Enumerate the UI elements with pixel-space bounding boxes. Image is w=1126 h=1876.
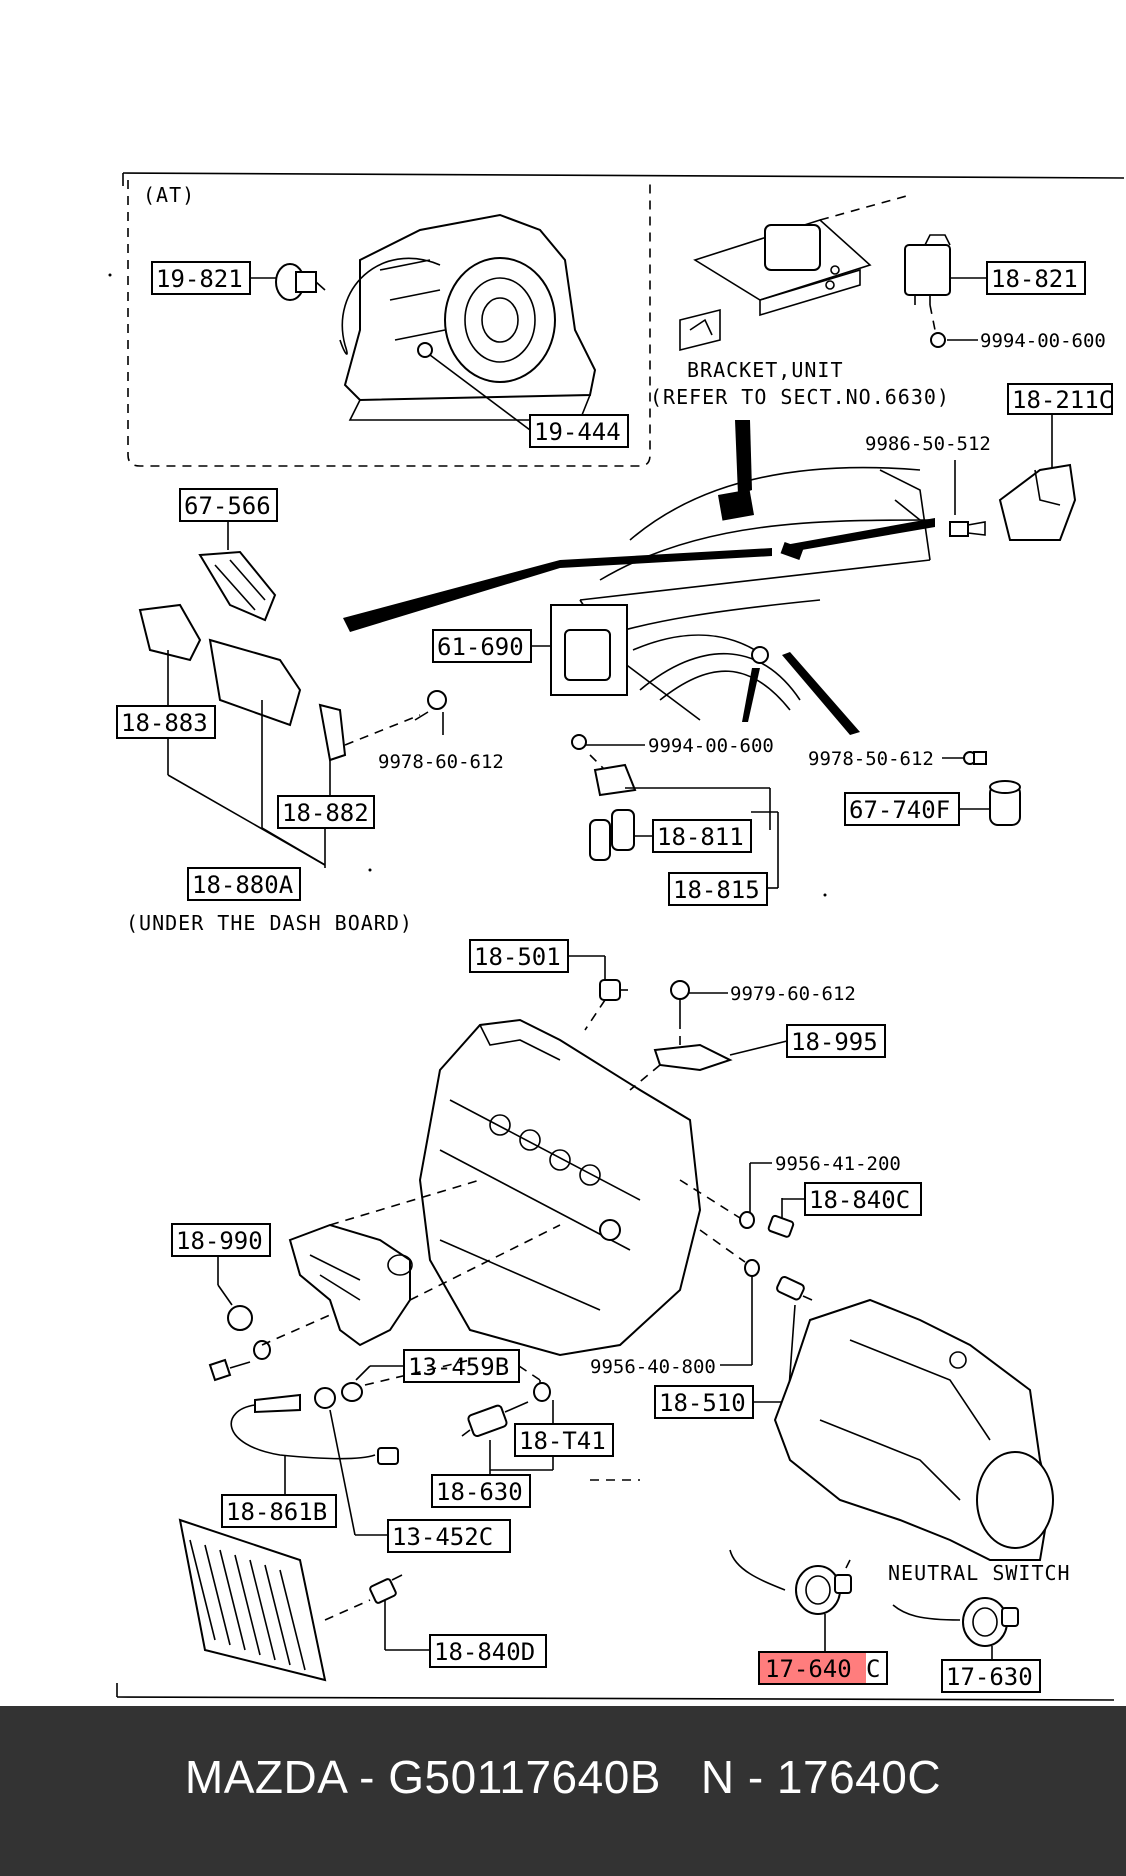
part-67-740f-drawing — [989, 780, 1021, 826]
label-18-990: 18-990 — [176, 1227, 263, 1255]
bolt-9979-60-612-drawing — [670, 980, 690, 1020]
part-18-811-drawing — [589, 763, 637, 861]
label-18-815: 18-815 — [673, 876, 760, 904]
label-17-640: 17-640 — [765, 1655, 852, 1683]
bolt-9956-40-800: 9956-40-800 — [590, 1356, 716, 1378]
part-18-883-drawing — [138, 603, 202, 662]
relay-18-821-drawing — [904, 234, 951, 305]
bracket-unit-drawing — [679, 219, 872, 352]
exhaust-manifold-drawing — [288, 1223, 413, 1347]
bolt-9986-drawing — [949, 521, 986, 537]
bolt-9994-00-600-top: 9994-00-600 — [980, 330, 1106, 352]
label-19-821: 19-821 — [156, 265, 243, 293]
bracket-caption-line1: BRACKET,UNIT — [687, 358, 844, 382]
bolt-9979-60-612: 9979-60-612 — [730, 983, 856, 1005]
label-18-630: 18-630 — [436, 1478, 523, 1506]
label-13-459b: 13-459B — [408, 1353, 509, 1381]
leader-wedge-4 — [782, 652, 860, 735]
label-13-452c: 13-452C — [392, 1523, 493, 1551]
bolt-9978-50-612-drawing — [963, 751, 987, 765]
part-18-995-drawing — [653, 1043, 733, 1072]
label-17-640-suffix: C — [866, 1655, 880, 1683]
bolt-9978-60-612-drawing — [414, 690, 447, 721]
bolt-9956-41-200: 9956-41-200 — [775, 1153, 901, 1175]
part-number-footer: MAZDA - G50117640B N - 17640C — [0, 1706, 1126, 1876]
highlight-17-640 — [759, 1652, 866, 1684]
part-18-630-drawing — [461, 1401, 529, 1438]
label-18-861b: 18-861B — [226, 1498, 327, 1526]
label-18-995: 18-995 — [791, 1028, 878, 1056]
label-18-t41: 18-T41 — [519, 1427, 606, 1455]
part-19-821-drawing — [275, 263, 326, 301]
at-transmission-drawing — [339, 213, 597, 421]
part-18-990-drawing — [208, 1305, 271, 1382]
bolt-9986-50-512: 9986-50-512 — [865, 433, 991, 455]
part-18-840c-drawing — [767, 1198, 795, 1238]
radiator-drawing — [178, 1518, 327, 1682]
label-61-690: 61-690 — [437, 633, 524, 661]
bolt-9994-00-600-b: 9994-00-600 — [648, 735, 774, 757]
bolt-9994-00-600-b-drawing — [571, 734, 587, 750]
at-inset-frame — [127, 180, 651, 467]
leader-sweep — [343, 548, 772, 632]
under-dash-caption: (UNDER THE DASH BOARD) — [126, 911, 413, 935]
leader-wedge-1 — [735, 420, 752, 495]
label-18-501: 18-501 — [474, 943, 561, 971]
bracket-caption-line2: (REFER TO SECT.NO.6630) — [650, 385, 950, 409]
label-18-840c: 18-840C — [809, 1186, 910, 1214]
part-18-211c-drawing — [998, 463, 1077, 541]
part-18-510-drawing — [776, 1275, 813, 1301]
engine-block-drawing — [418, 1018, 702, 1357]
neutral-switch-caption: NEUTRAL SWITCH — [888, 1561, 1071, 1585]
label-17-630: 17-630 — [946, 1663, 1033, 1691]
part-18-861b-drawing — [230, 1393, 399, 1465]
part-18-840d-drawing — [369, 1574, 403, 1604]
label-18-882: 18-882 — [282, 799, 369, 827]
label-19-444: 19-444 — [534, 418, 621, 446]
label-67-566: 67-566 — [184, 492, 271, 520]
part-17-630-drawing — [892, 1597, 1019, 1647]
label-18-821: 18-821 — [991, 265, 1078, 293]
manual-transmission-drawing — [773, 1298, 1054, 1561]
footer-part-numbers: MAZDA - G50117640B N - 17640C — [184, 1751, 942, 1803]
label-18-840d: 18-840D — [434, 1638, 535, 1666]
part-18-501-drawing — [599, 979, 628, 1001]
label-18-211c: 18-211C — [1012, 386, 1113, 414]
part-18-882-drawing — [318, 703, 347, 762]
bolt-9978-50-612: 9978-50-612 — [808, 748, 934, 770]
label-67-740f: 67-740F — [849, 796, 950, 824]
leader-wedge-2 — [785, 518, 935, 552]
label-18-510: 18-510 — [659, 1389, 746, 1417]
at-caption: (AT) — [143, 183, 195, 207]
part-18-880a-drawing — [208, 638, 302, 727]
label-18-883: 18-883 — [121, 709, 208, 737]
part-17-640c-drawing — [729, 1549, 852, 1615]
bolt-9978-60-612: 9978-60-612 — [378, 751, 504, 773]
leader-wedge-3 — [742, 668, 760, 722]
part-67-566-drawing — [198, 550, 277, 622]
parts-diagram: (AT) 19-821 19-444 18-821 — [108, 172, 1125, 1701]
label-18-880a: 18-880A — [192, 871, 294, 899]
label-18-811: 18-811 — [657, 823, 744, 851]
